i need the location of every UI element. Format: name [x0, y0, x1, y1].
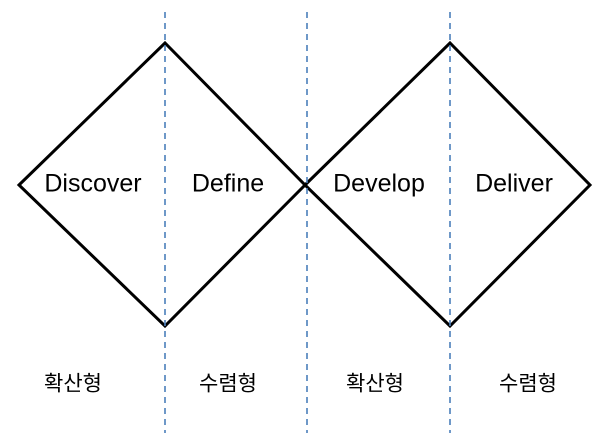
mode-label-3: 확산형 [346, 373, 404, 396]
phase-label-define: Define [192, 170, 264, 198]
mode-label-1: 확산형 [44, 373, 102, 396]
mode-label-2: 수렴형 [199, 373, 257, 396]
phase-label-develop: Develop [333, 170, 425, 198]
phase-label-deliver: Deliver [475, 170, 553, 198]
mode-label-4: 수렴형 [499, 373, 557, 396]
phase-label-discover: Discover [44, 170, 141, 198]
diamond-develop-deliver [302, 40, 593, 329]
